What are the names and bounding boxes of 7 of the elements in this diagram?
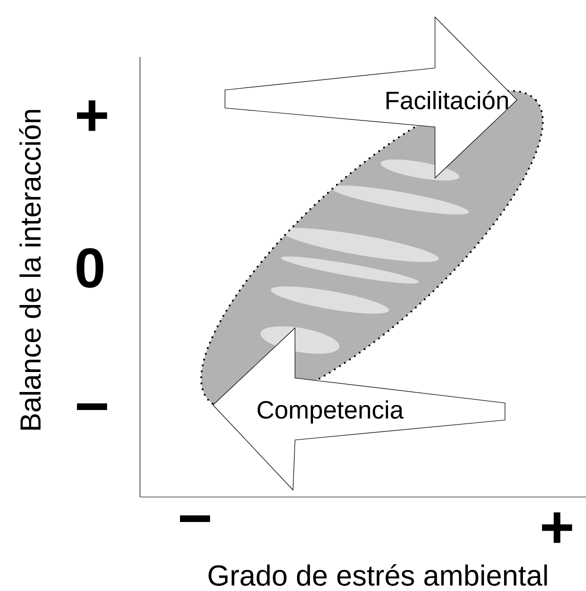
axis-sign: − bbox=[180, 515, 210, 522]
axis-sign: 0 bbox=[76, 248, 104, 288]
axis-sign: − bbox=[76, 403, 108, 410]
axis-title: Grado de estrés ambiental bbox=[208, 564, 547, 586]
axis-sign: + bbox=[542, 512, 572, 543]
axis-title: Balance de la interacción bbox=[19, 110, 41, 430]
axis-sign: + bbox=[77, 100, 108, 131]
